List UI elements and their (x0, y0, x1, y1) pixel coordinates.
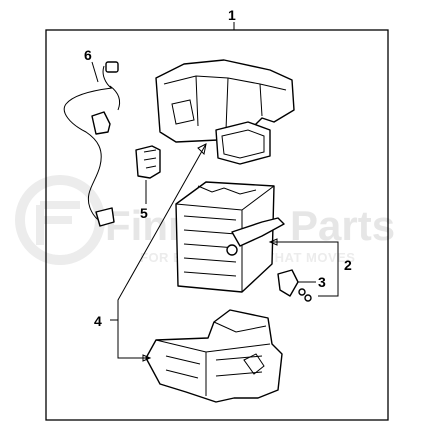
leader-line-4 (110, 143, 207, 359)
diagram-frame (45, 29, 389, 421)
leader-arrow-4a-icon (197, 143, 207, 156)
leader-line-2 (270, 241, 339, 297)
upper-housing-case (155, 59, 295, 165)
callout-1: 1 (228, 7, 236, 23)
wiring-harness (63, 61, 121, 227)
callout-4: 4 (94, 313, 102, 329)
callout-6: 6 (84, 47, 92, 63)
watermark-logo-icon (15, 175, 105, 265)
lower-housing-case (145, 309, 283, 403)
expansion-valve (277, 269, 312, 302)
watermark: Finn Parts FOR EVERYTHING THAT MOVES (15, 175, 395, 265)
evaporator-core (175, 181, 285, 293)
callout-2: 2 (344, 257, 352, 273)
leader-arrow-2-icon (268, 238, 278, 246)
leader-line-6 (91, 61, 99, 83)
watermark-brand-right: Parts (290, 202, 395, 249)
leader-arrow-4b-icon (142, 354, 152, 362)
callout-3: 3 (318, 274, 326, 290)
callout-5: 5 (140, 205, 148, 221)
mounting-bracket (135, 145, 161, 179)
